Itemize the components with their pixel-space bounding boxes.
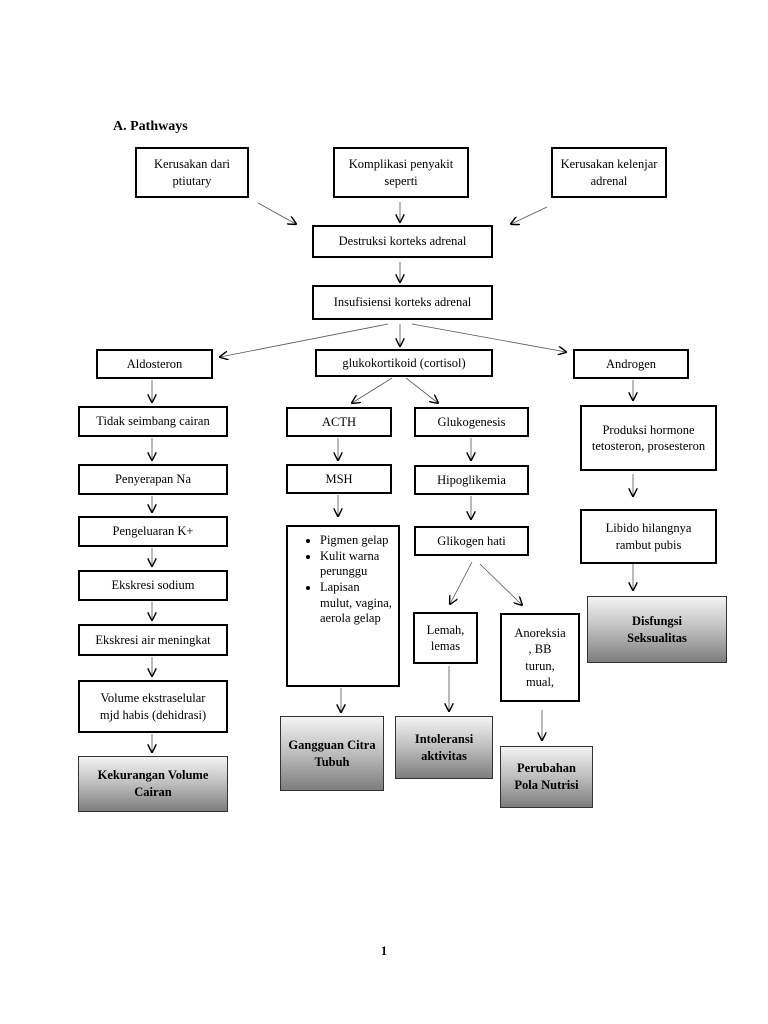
msh-box: MSH <box>286 464 392 494</box>
ekskresi-air-box: Ekskresi air meningkat <box>78 624 228 656</box>
tidak-seimbang-cairan-box: Tidak seimbang cairan <box>78 406 228 437</box>
glukogenesis-box: Glukogenesis <box>414 407 529 437</box>
outcome-perubahan-pola-nutrisi: Perubahan Pola Nutrisi <box>500 746 593 808</box>
pathways-heading: A. Pathways <box>113 119 188 134</box>
produksi-hormone-box: Produksi hormone tetosteron, prosesteron <box>580 405 717 471</box>
glukokortikoid-box: glukokortikoid (cortisol) <box>315 349 493 377</box>
hipoglikemia-box: Hipoglikemia <box>414 465 529 495</box>
lemah-lemas-box: Lemah, lemas <box>413 612 478 664</box>
ekskresi-sodium-box: Ekskresi sodium <box>78 570 228 601</box>
symptom-item: Lapisan mulut, vagina, aerola gelap <box>320 580 392 627</box>
symptoms-list-box: Pigmen gelap Kulit warna perunggu Lapisa… <box>286 525 400 687</box>
glikogen-hati-box: Glikogen hati <box>414 526 529 556</box>
cause-komplikasi-box: Komplikasi penyakit seperti <box>333 147 469 198</box>
symptom-item: Kulit warna perunggu <box>320 549 392 580</box>
outcome-disfungsi-seksualitas: Disfungsi Seksualitas <box>587 596 727 663</box>
aldosteron-box: Aldosteron <box>96 349 213 379</box>
pengeluaran-k-box: Pengeluaran K+ <box>78 516 228 547</box>
penyerapan-na-box: Penyerapan Na <box>78 464 228 495</box>
outcome-gangguan-citra-tubuh: Gangguan Citra Tubuh <box>280 716 384 791</box>
destruksi-box: Destruksi korteks adrenal <box>312 225 493 258</box>
acth-box: ACTH <box>286 407 392 437</box>
insufisiensi-box: Insufisiensi korteks adrenal <box>312 285 493 320</box>
outcome-kekurangan-volume-cairan: Kekurangan Volume Cairan <box>78 756 228 812</box>
volume-ekstraselular-box: Volume ekstraselular mjd habis (dehidras… <box>78 680 228 733</box>
page-number: 1 <box>380 944 388 958</box>
anoreksia-box: Anoreksia , BB turun, mual, <box>500 613 580 702</box>
libido-box: Libido hilangnya rambut pubis <box>580 509 717 564</box>
symptom-item: Pigmen gelap <box>320 533 392 549</box>
outcome-intoleransi-aktivitas: Intoleransi aktivitas <box>395 716 493 779</box>
cause-pituitary-box: Kerusakan dari ptiutary <box>135 147 249 198</box>
androgen-box: Androgen <box>573 349 689 379</box>
cause-adrenal-box: Kerusakan kelenjar adrenal <box>551 147 667 198</box>
